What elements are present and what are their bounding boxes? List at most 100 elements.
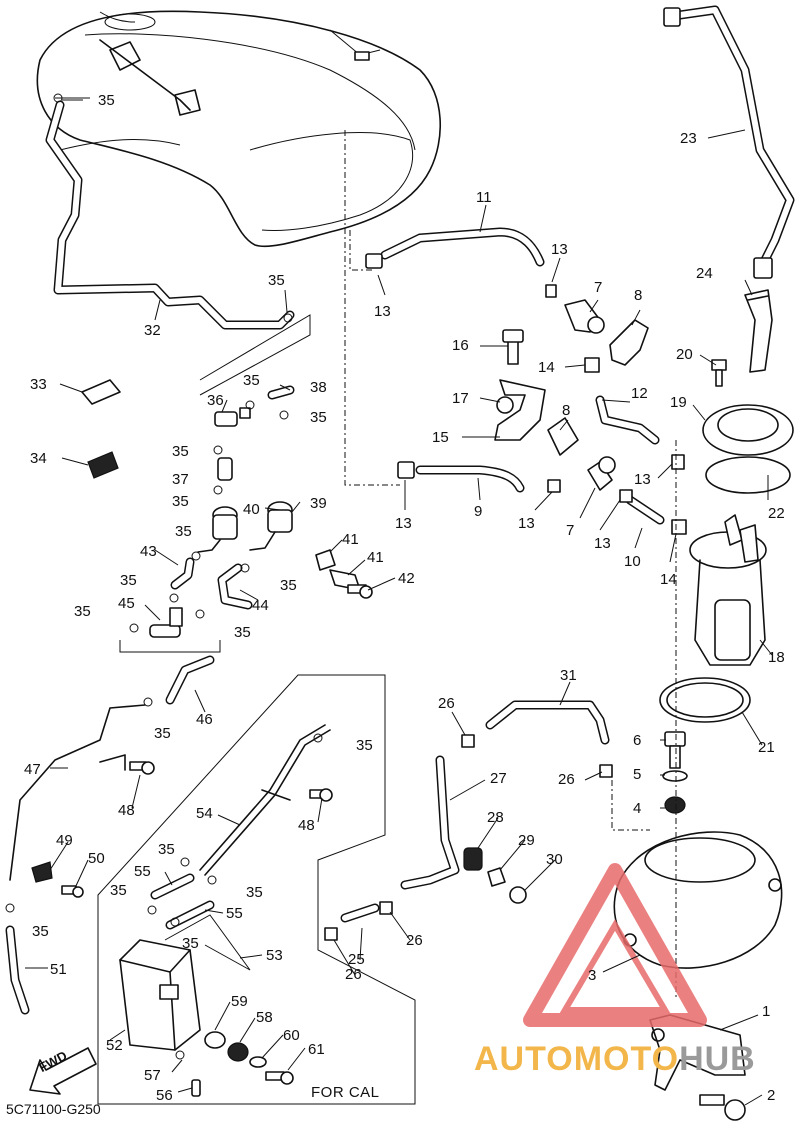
callout-5: 5 <box>633 766 641 783</box>
bracket-15 <box>494 329 546 441</box>
callout-56: 56 <box>156 1087 173 1104</box>
watermark-text-gray: HUB <box>679 1040 756 1078</box>
callout-13e: 13 <box>594 535 611 552</box>
callout-43: 43 <box>140 543 157 560</box>
callout-35e: 35 <box>172 443 189 460</box>
callout-42: 42 <box>398 570 415 587</box>
callout-40: 40 <box>243 501 260 518</box>
for-cal-inset-frame <box>97 674 416 1105</box>
callout-33: 33 <box>30 376 47 393</box>
callout-26c: 26 <box>406 932 423 949</box>
callout-45: 45 <box>118 595 135 612</box>
clips-26 <box>324 734 613 941</box>
callout-11: 11 <box>476 189 492 206</box>
callout-35j: 35 <box>74 603 91 620</box>
callout-24: 24 <box>696 265 713 282</box>
callout-39: 39 <box>310 495 327 512</box>
callout-41a: 41 <box>342 531 359 548</box>
callout-55a: 55 <box>134 863 151 880</box>
callout-35r: 35 <box>182 935 199 952</box>
hose-38 <box>267 385 295 400</box>
callout-27: 27 <box>490 770 507 787</box>
callout-48b: 48 <box>298 817 315 834</box>
watermark-logo-icon <box>523 863 707 1027</box>
callout-36: 36 <box>207 392 224 409</box>
callout-18: 18 <box>768 649 785 666</box>
callout-44: 44 <box>252 597 269 614</box>
callout-7b: 7 <box>566 522 574 539</box>
fuel-tank <box>36 10 442 248</box>
hose-11 <box>365 227 545 269</box>
callout-21: 21 <box>758 739 775 756</box>
grommet-28 <box>463 847 483 871</box>
bracket-29 <box>487 867 506 887</box>
leader-tank-9 <box>344 130 400 486</box>
fuel-pump-18 <box>659 404 794 723</box>
callout-35k: 35 <box>234 624 251 641</box>
washer-60 <box>249 1056 267 1068</box>
hose-47 <box>9 704 146 881</box>
callout-29: 29 <box>518 832 535 849</box>
callout-49: 49 <box>56 832 73 849</box>
callout-13d: 13 <box>518 515 535 532</box>
callout-61: 61 <box>308 1041 325 1058</box>
bracket-41 <box>315 549 361 591</box>
hose-43 <box>170 557 195 590</box>
hose-54 <box>199 724 331 876</box>
callout-13a: 13 <box>551 241 568 258</box>
bracket-24 <box>744 289 773 373</box>
diagram-code: 5C71100-G250 <box>6 1101 101 1117</box>
for-cal-label: FOR CAL <box>311 1084 380 1101</box>
fitting-40 <box>197 506 238 553</box>
callout-38: 38 <box>310 379 327 396</box>
callout-50: 50 <box>88 850 105 867</box>
callout-51: 51 <box>50 961 67 978</box>
watermark-text-orange: AUTOMOTO <box>474 1040 680 1078</box>
hose-44 <box>217 563 253 610</box>
bolt-20 <box>711 359 727 387</box>
callout-54: 54 <box>196 805 213 822</box>
callout-47: 47 <box>24 761 41 778</box>
callout-59: 59 <box>231 993 248 1010</box>
part-34 <box>87 451 119 479</box>
clips-14 <box>584 357 687 535</box>
part-56 <box>191 1079 201 1097</box>
leader-53 <box>164 914 251 971</box>
callout-26b: 26 <box>558 771 575 788</box>
callout-53: 53 <box>266 947 283 964</box>
callout-2: 2 <box>767 1087 775 1104</box>
leader-lines <box>25 99 773 1106</box>
callout-35m: 35 <box>32 923 49 940</box>
callout-19: 19 <box>670 394 687 411</box>
watermark-text: AUTOMOTOHUB <box>474 1040 756 1079</box>
hose-12 <box>595 395 660 445</box>
callout-35h: 35 <box>120 572 137 589</box>
leader-26 <box>611 780 650 831</box>
callout-35l: 35 <box>154 725 171 742</box>
callout-10: 10 <box>624 553 641 570</box>
fitting-45 <box>149 607 183 638</box>
fitting-59 <box>204 1031 226 1049</box>
bolt-42 <box>347 584 373 599</box>
callout-32: 32 <box>144 322 161 339</box>
callout-41b: 41 <box>367 549 384 566</box>
callout-35a: 35 <box>98 92 115 109</box>
clamps-13 <box>545 284 685 503</box>
hose-9 <box>397 461 525 493</box>
callout-57: 57 <box>144 1067 161 1084</box>
callout-35b: 35 <box>268 272 285 289</box>
callout-55b: 55 <box>226 905 243 922</box>
bolt-48b <box>309 788 333 802</box>
callout-16: 16 <box>452 337 469 354</box>
callout-26d: 26 <box>345 966 362 983</box>
callout-12: 12 <box>631 385 648 402</box>
hose-23 <box>663 5 795 279</box>
callout-60: 60 <box>283 1027 300 1044</box>
hose-10 <box>625 495 665 525</box>
callout-15: 15 <box>432 429 449 446</box>
callout-labels: 1 2 3 4 5 6 7 7 8 8 9 10 11 12 13 13 13 … <box>24 92 785 1104</box>
callout-35n: 35 <box>356 737 373 754</box>
bolt-61 <box>265 1071 294 1085</box>
hose-27 <box>400 755 460 890</box>
bolt-6-set <box>662 731 688 814</box>
